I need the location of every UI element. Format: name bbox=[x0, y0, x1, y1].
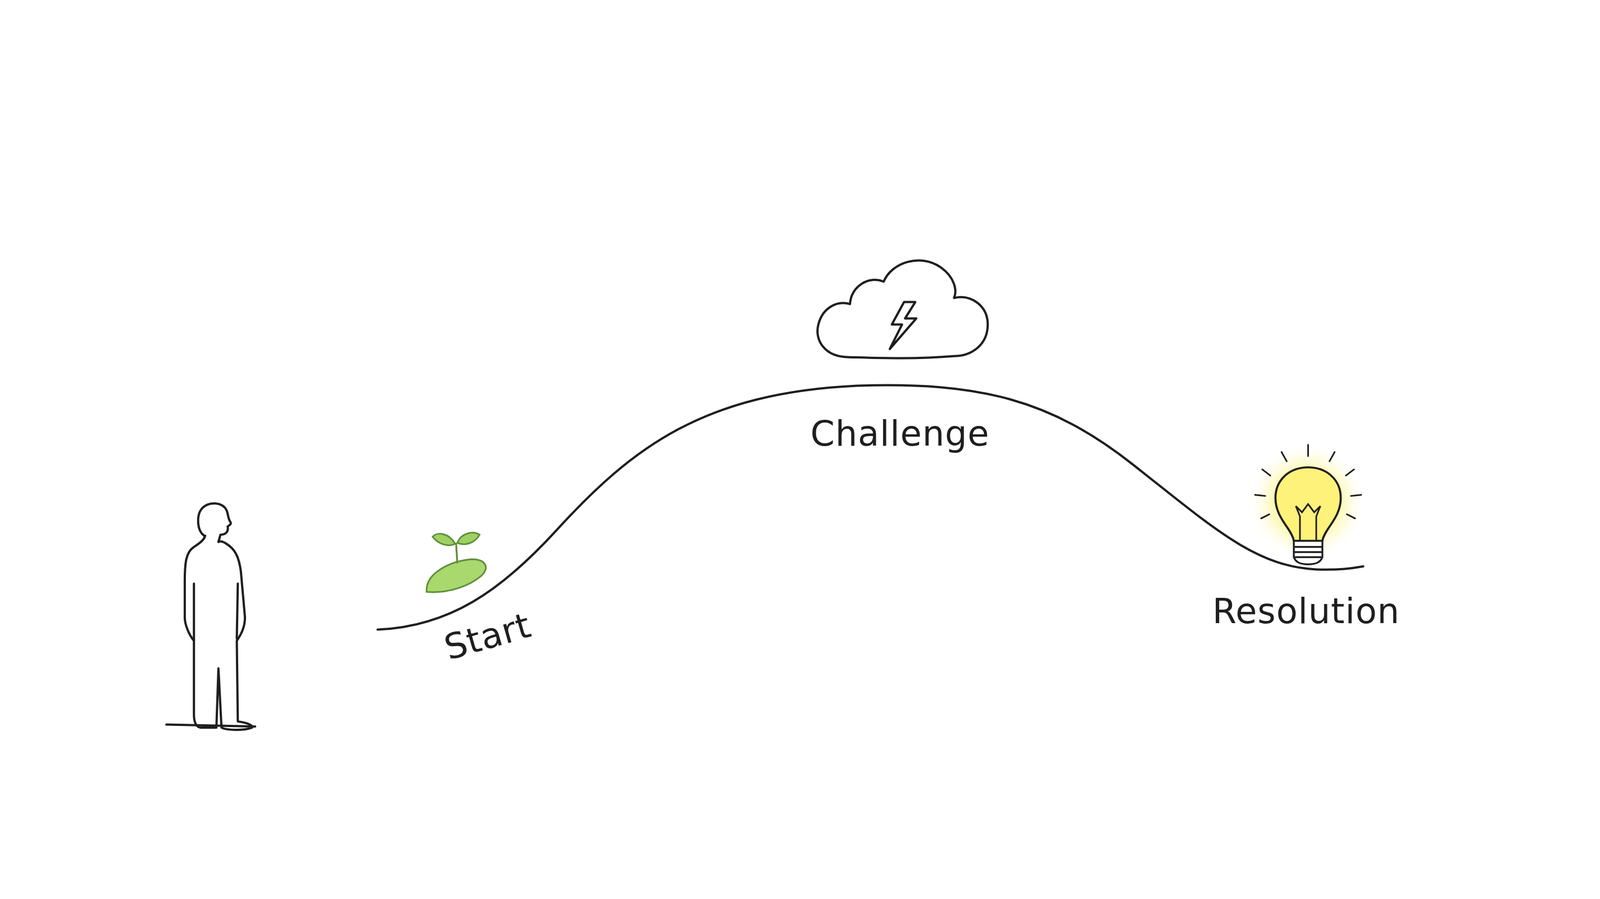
sprout-leaf-left bbox=[432, 533, 456, 545]
stage-label: Start bbox=[440, 606, 536, 668]
lightbulb-icon bbox=[1250, 444, 1365, 565]
bulb-base bbox=[1293, 541, 1323, 565]
person-body bbox=[184, 535, 253, 730]
bulb-rays bbox=[1255, 444, 1362, 519]
sprout-stem bbox=[456, 542, 458, 563]
lightning-bolt bbox=[889, 302, 917, 350]
stage-label: Resolution bbox=[1212, 592, 1400, 631]
bulb-glass bbox=[1275, 467, 1341, 542]
person-arm bbox=[193, 583, 238, 642]
cloud-outline bbox=[817, 260, 988, 358]
sprout-leaf-right bbox=[457, 532, 480, 544]
ground-line bbox=[166, 724, 256, 727]
person-head bbox=[198, 503, 231, 542]
storm-cloud bbox=[817, 260, 988, 358]
bulb-filament bbox=[1296, 503, 1321, 541]
stage-label: Challenge bbox=[810, 414, 990, 453]
person-figure bbox=[166, 503, 256, 730]
sprout-mound bbox=[426, 558, 486, 593]
sprout-icon bbox=[426, 532, 486, 593]
